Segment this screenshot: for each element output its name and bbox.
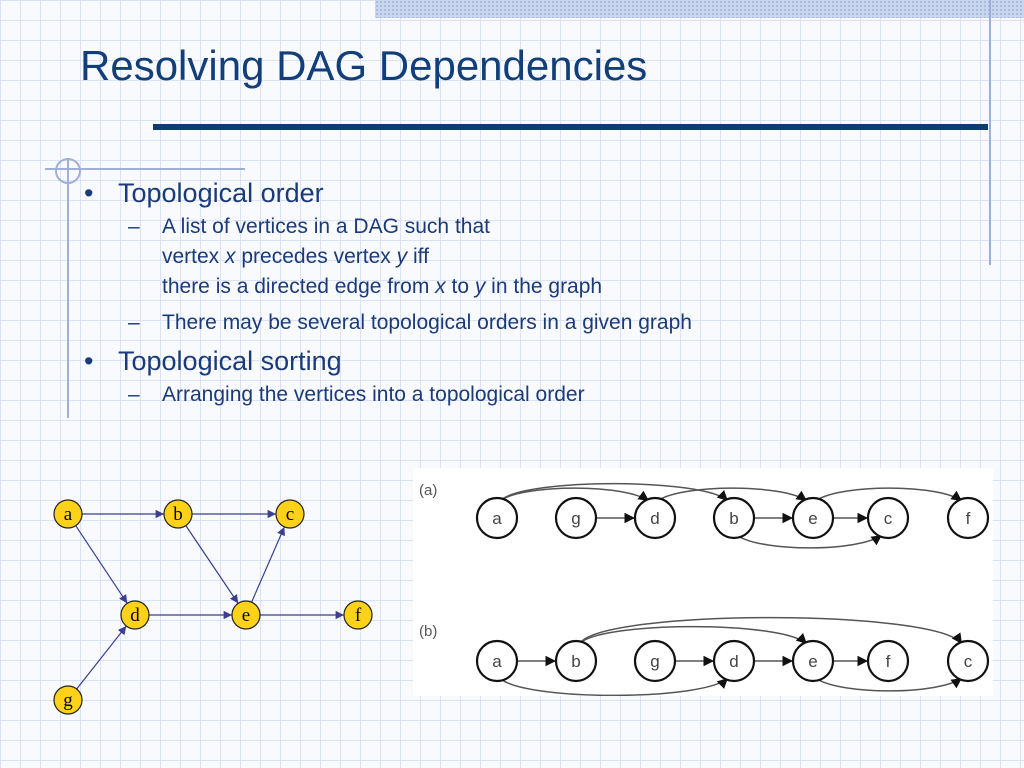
svg-text:a: a (492, 509, 502, 528)
dag-node-b: b (163, 499, 193, 529)
svg-text:f: f (966, 509, 971, 528)
svg-text:f: f (355, 605, 362, 626)
slide-content: • Topological order – A list of vertices… (84, 176, 984, 416)
dag-edge-b-e (185, 525, 239, 604)
order-b-node-f: f (866, 639, 910, 683)
svg-text:c: c (884, 509, 893, 528)
order-a-edge-b-c (737, 534, 883, 549)
definition-line-2: vertex x precedes vertex y iff (162, 245, 429, 268)
decorative-left-line (67, 160, 69, 418)
dag-edge-a-d (75, 525, 128, 604)
sub-bullet-dash: – (128, 215, 140, 238)
svg-text:g: g (571, 509, 580, 528)
sub-bullet-arranging: – Arranging the vertices into a topologi… (84, 380, 984, 410)
order-b-edge-a-d (500, 677, 729, 696)
svg-text:d: d (729, 652, 738, 671)
svg-text:c: c (286, 504, 294, 525)
dag-node-e: e (231, 600, 261, 630)
dag-node-g: g (53, 685, 83, 715)
bullet-topological-order: • Topological order (84, 176, 984, 210)
order-b-node-b: b (554, 639, 598, 683)
slide-title: Resolving DAG Dependencies (80, 42, 648, 89)
svg-text:g: g (650, 652, 659, 671)
sub-bullet-dash: – (128, 311, 140, 334)
order-a-node-e: e (791, 496, 835, 540)
bullet-topological-sorting: • Topological sorting (84, 344, 984, 378)
svg-text:e: e (808, 509, 817, 528)
topological-orders-panel: (a) (b) a g d b e c f a b g d e f c (413, 468, 993, 696)
order-a-edge-d-e (658, 487, 808, 502)
dag-node-c: c (275, 499, 305, 529)
order-b-node-c: c (946, 639, 990, 683)
order-a-node-c: c (866, 496, 910, 540)
order-a-node-b: b (712, 496, 756, 540)
svg-text:b: b (571, 652, 580, 671)
bullet-dot: • (84, 346, 94, 376)
dag-node-a: a (53, 499, 83, 529)
bullet-text: Topological order (118, 178, 324, 208)
order-a-label: (a) (419, 482, 438, 499)
order-a-node-d: d (633, 496, 677, 540)
dag-edge-g-d (76, 625, 127, 690)
order-b-edge-b-e (579, 625, 808, 645)
definition-line-3: there is a directed edge from x to y in … (162, 275, 603, 298)
order-a-edge-a-d (500, 487, 650, 502)
svg-text:g: g (63, 690, 73, 711)
svg-text:d: d (650, 509, 659, 528)
sub-bullet-text: Arranging the vertices into a topologica… (162, 383, 585, 406)
svg-text:a: a (492, 652, 502, 671)
decorative-circle (55, 158, 81, 184)
dag-node-d: d (120, 600, 150, 630)
order-a-edge-a-b (500, 482, 729, 502)
svg-text:a: a (64, 504, 73, 525)
order-a-edge-e-f (816, 487, 963, 502)
order-b-node-d: d (712, 639, 756, 683)
order-a-node-f: f (946, 496, 990, 540)
bullet-text: Topological sorting (118, 346, 342, 376)
svg-text:c: c (964, 652, 973, 671)
decorative-left-hline (45, 168, 245, 170)
order-a-node-g: g (554, 496, 598, 540)
sub-bullet-dash: – (128, 383, 140, 406)
order-b-node-a: a (475, 639, 519, 683)
decorative-top-band (375, 0, 1024, 18)
svg-text:b: b (173, 504, 183, 525)
svg-text:d: d (130, 605, 140, 626)
dag-edge-e-c (251, 526, 285, 603)
decorative-right-line (989, 0, 991, 265)
svg-text:e: e (808, 652, 817, 671)
dag-diagram: a b c d e f g (53, 499, 373, 715)
dag-node-f: f (343, 600, 373, 630)
definition-line-1: A list of vertices in a DAG such that (162, 215, 490, 238)
order-b-edge-b-c (579, 616, 963, 645)
bullet-dot: • (84, 178, 94, 208)
sub-bullet-several-orders: – There may be several topological order… (84, 308, 984, 338)
order-b-edge-e-c (816, 677, 963, 692)
order-a-node-a: a (475, 496, 519, 540)
sub-bullet-text: There may be several topological orders … (162, 311, 692, 334)
order-b-node-g: g (633, 639, 677, 683)
sub-bullet-definition: – A list of vertices in a DAG such that … (84, 212, 984, 302)
svg-text:b: b (729, 509, 738, 528)
order-b-label: (b) (419, 623, 438, 640)
orders-diagram: a g d b e c f a b g d e f c (475, 482, 990, 696)
order-b-node-e: e (791, 639, 835, 683)
title-underline (153, 124, 988, 130)
svg-text:f: f (886, 652, 891, 671)
svg-text:e: e (242, 605, 250, 626)
